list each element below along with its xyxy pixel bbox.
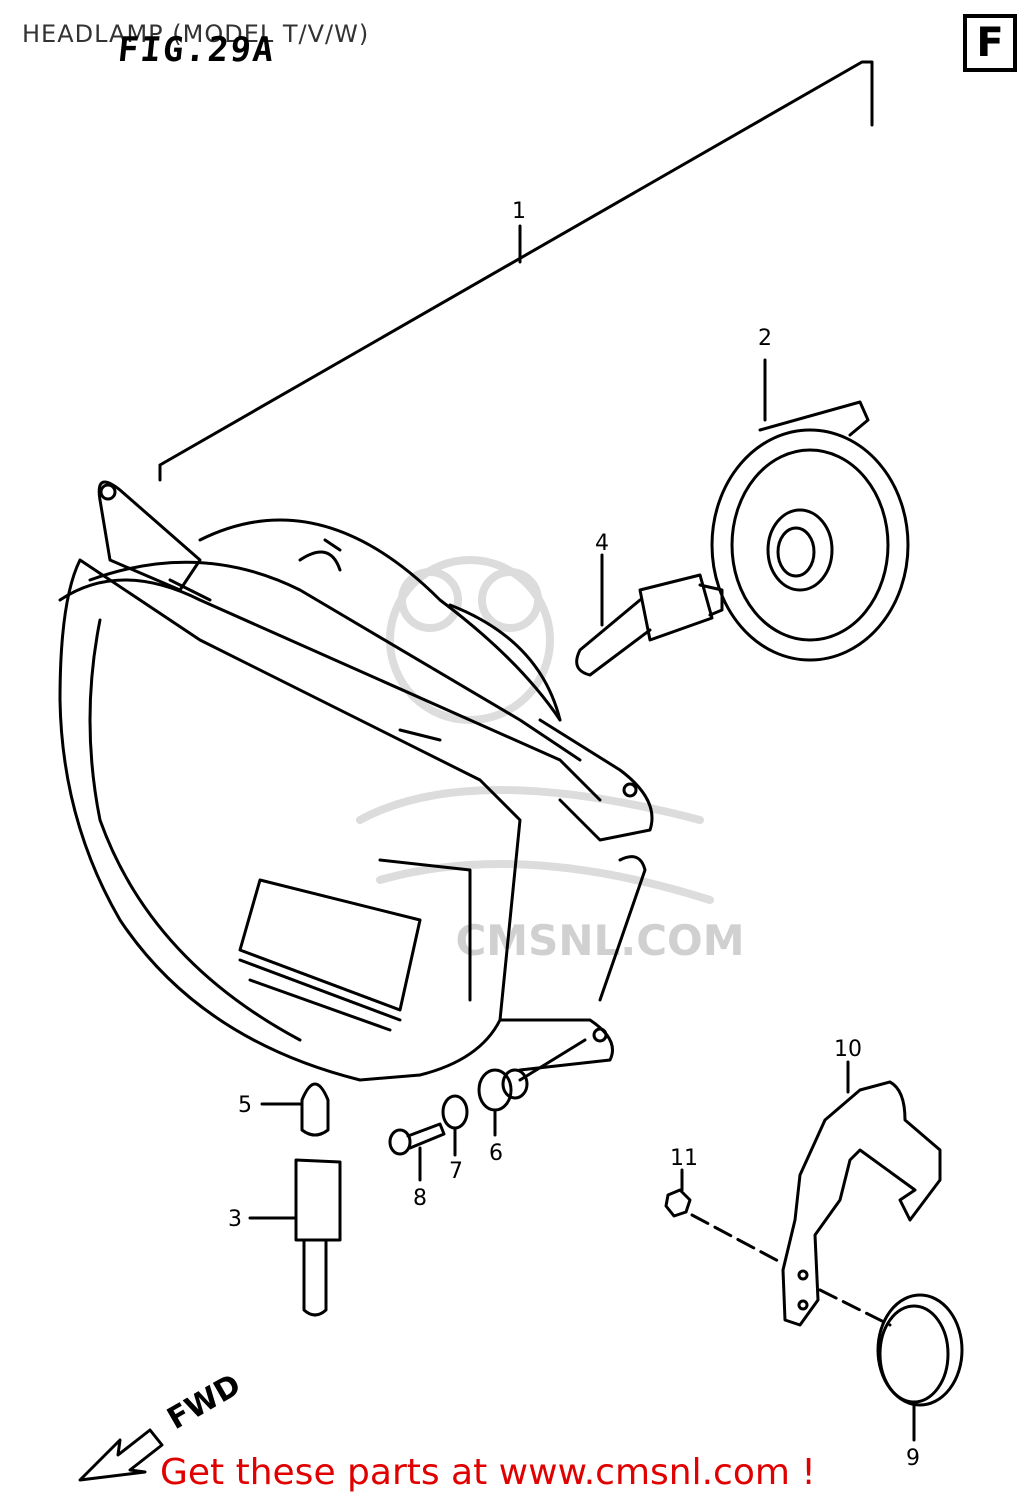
part-10-bracket [781, 1060, 942, 1327]
callout-3: 3 [228, 1207, 242, 1232]
callout-2: 2 [758, 326, 772, 351]
callout-9: 9 [906, 1446, 920, 1471]
callout-4: 4 [595, 531, 609, 556]
part-6-grommet [477, 1038, 587, 1137]
callout-10: 10 [834, 1037, 862, 1062]
callout-labels: 1 2 4 5 3 6 7 8 10 11 9 [228, 199, 920, 1471]
part-11-nut [664, 1168, 892, 1327]
part-8-screw [388, 1122, 446, 1182]
fwd-label: FWD [162, 1367, 247, 1437]
part-1-leader [158, 60, 874, 482]
part-4-bulb [575, 553, 724, 677]
part-5-small-bulb [260, 1082, 330, 1137]
callout-8: 8 [413, 1186, 427, 1211]
callout-5: 5 [238, 1093, 252, 1118]
part-2-socket-cover [710, 358, 910, 662]
part-7-washer [441, 1094, 469, 1157]
headlamp-assembly [58, 480, 654, 1082]
watermark-text: CMSNL.COM [455, 916, 744, 965]
callout-1: 1 [512, 199, 526, 224]
callout-7: 7 [449, 1159, 463, 1184]
parts-shop-link[interactable]: Get these parts at www.cmsnl.com ! [160, 1452, 816, 1493]
part-3-socket [248, 1158, 342, 1317]
callout-6: 6 [489, 1141, 503, 1166]
callout-11: 11 [670, 1146, 698, 1171]
fwd-direction-arrow [78, 1428, 164, 1482]
part-9-reflector [876, 1293, 964, 1442]
section-letter-box: F [963, 14, 1017, 72]
diagram-title: HEADLAMP (MODEL T/V/W) [22, 20, 370, 48]
